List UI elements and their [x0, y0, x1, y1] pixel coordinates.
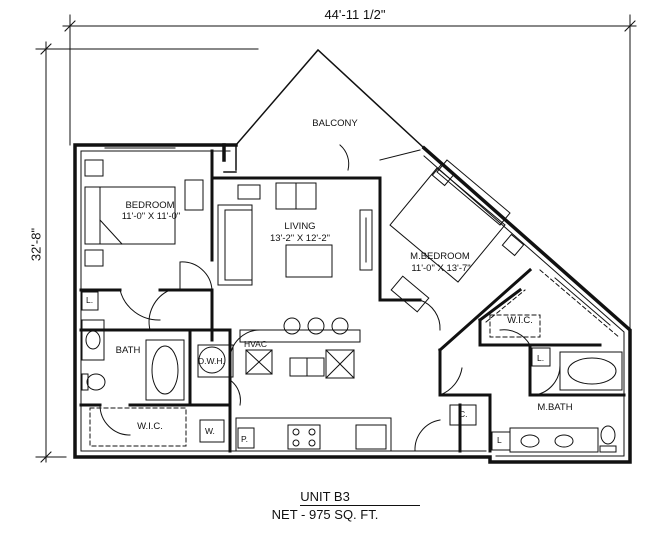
bath-fixtures	[81, 291, 187, 447]
caption-rule	[300, 505, 420, 506]
bedroom-label: BEDROOM	[125, 200, 175, 211]
closet-shelving	[485, 269, 621, 339]
water-heater-label: D.W.H.	[198, 356, 225, 366]
living-size: 13'-2" X 12'-2"	[269, 233, 330, 244]
balcony-label: BALCONY	[312, 118, 358, 129]
pantry-label: P.	[241, 434, 248, 444]
linen-label-vanity: L	[497, 435, 502, 445]
master-bedroom-label: M.BEDROOM	[410, 251, 470, 262]
depth-dimension-line	[35, 41, 259, 463]
wic-label-master: W.I.C.	[507, 315, 533, 326]
closet-label: C.	[459, 409, 468, 419]
bedroom-size: 11'-0" X 11'-0"	[121, 211, 181, 222]
master-bedroom-furniture	[389, 159, 525, 313]
wic-label-bath: W.I.C.	[137, 421, 163, 432]
utility	[197, 344, 477, 449]
interior-walls	[79, 149, 626, 453]
unit-area: NET - 975 SQ. FT.	[271, 507, 379, 522]
windows	[104, 147, 611, 326]
balcony-outline	[223, 48, 426, 173]
washer-label: W.	[205, 426, 215, 436]
living-furniture	[217, 182, 373, 286]
bath-label: BATH	[115, 345, 141, 356]
exterior-walls	[73, 143, 632, 464]
linen-label-master: L.	[537, 353, 545, 363]
master-bath-fixtures	[489, 314, 623, 453]
depth-dimension-label: 32'-8"	[28, 227, 44, 262]
bedroom-furniture	[84, 159, 204, 267]
linen-label-bath: L.	[86, 295, 94, 305]
kitchen	[235, 317, 392, 452]
master-bath-label: M.BATH	[537, 402, 573, 413]
unit-title: UNIT B3	[300, 489, 350, 504]
hvac-label: HVAC	[244, 339, 267, 349]
width-dimension-line	[62, 14, 637, 331]
door-swings	[99, 144, 561, 452]
living-label: LIVING	[284, 221, 316, 232]
master-bedroom-size: 11'-0" X 13'-7"	[411, 263, 471, 274]
width-dimension-label: 44'-11 1/2"	[324, 7, 386, 22]
